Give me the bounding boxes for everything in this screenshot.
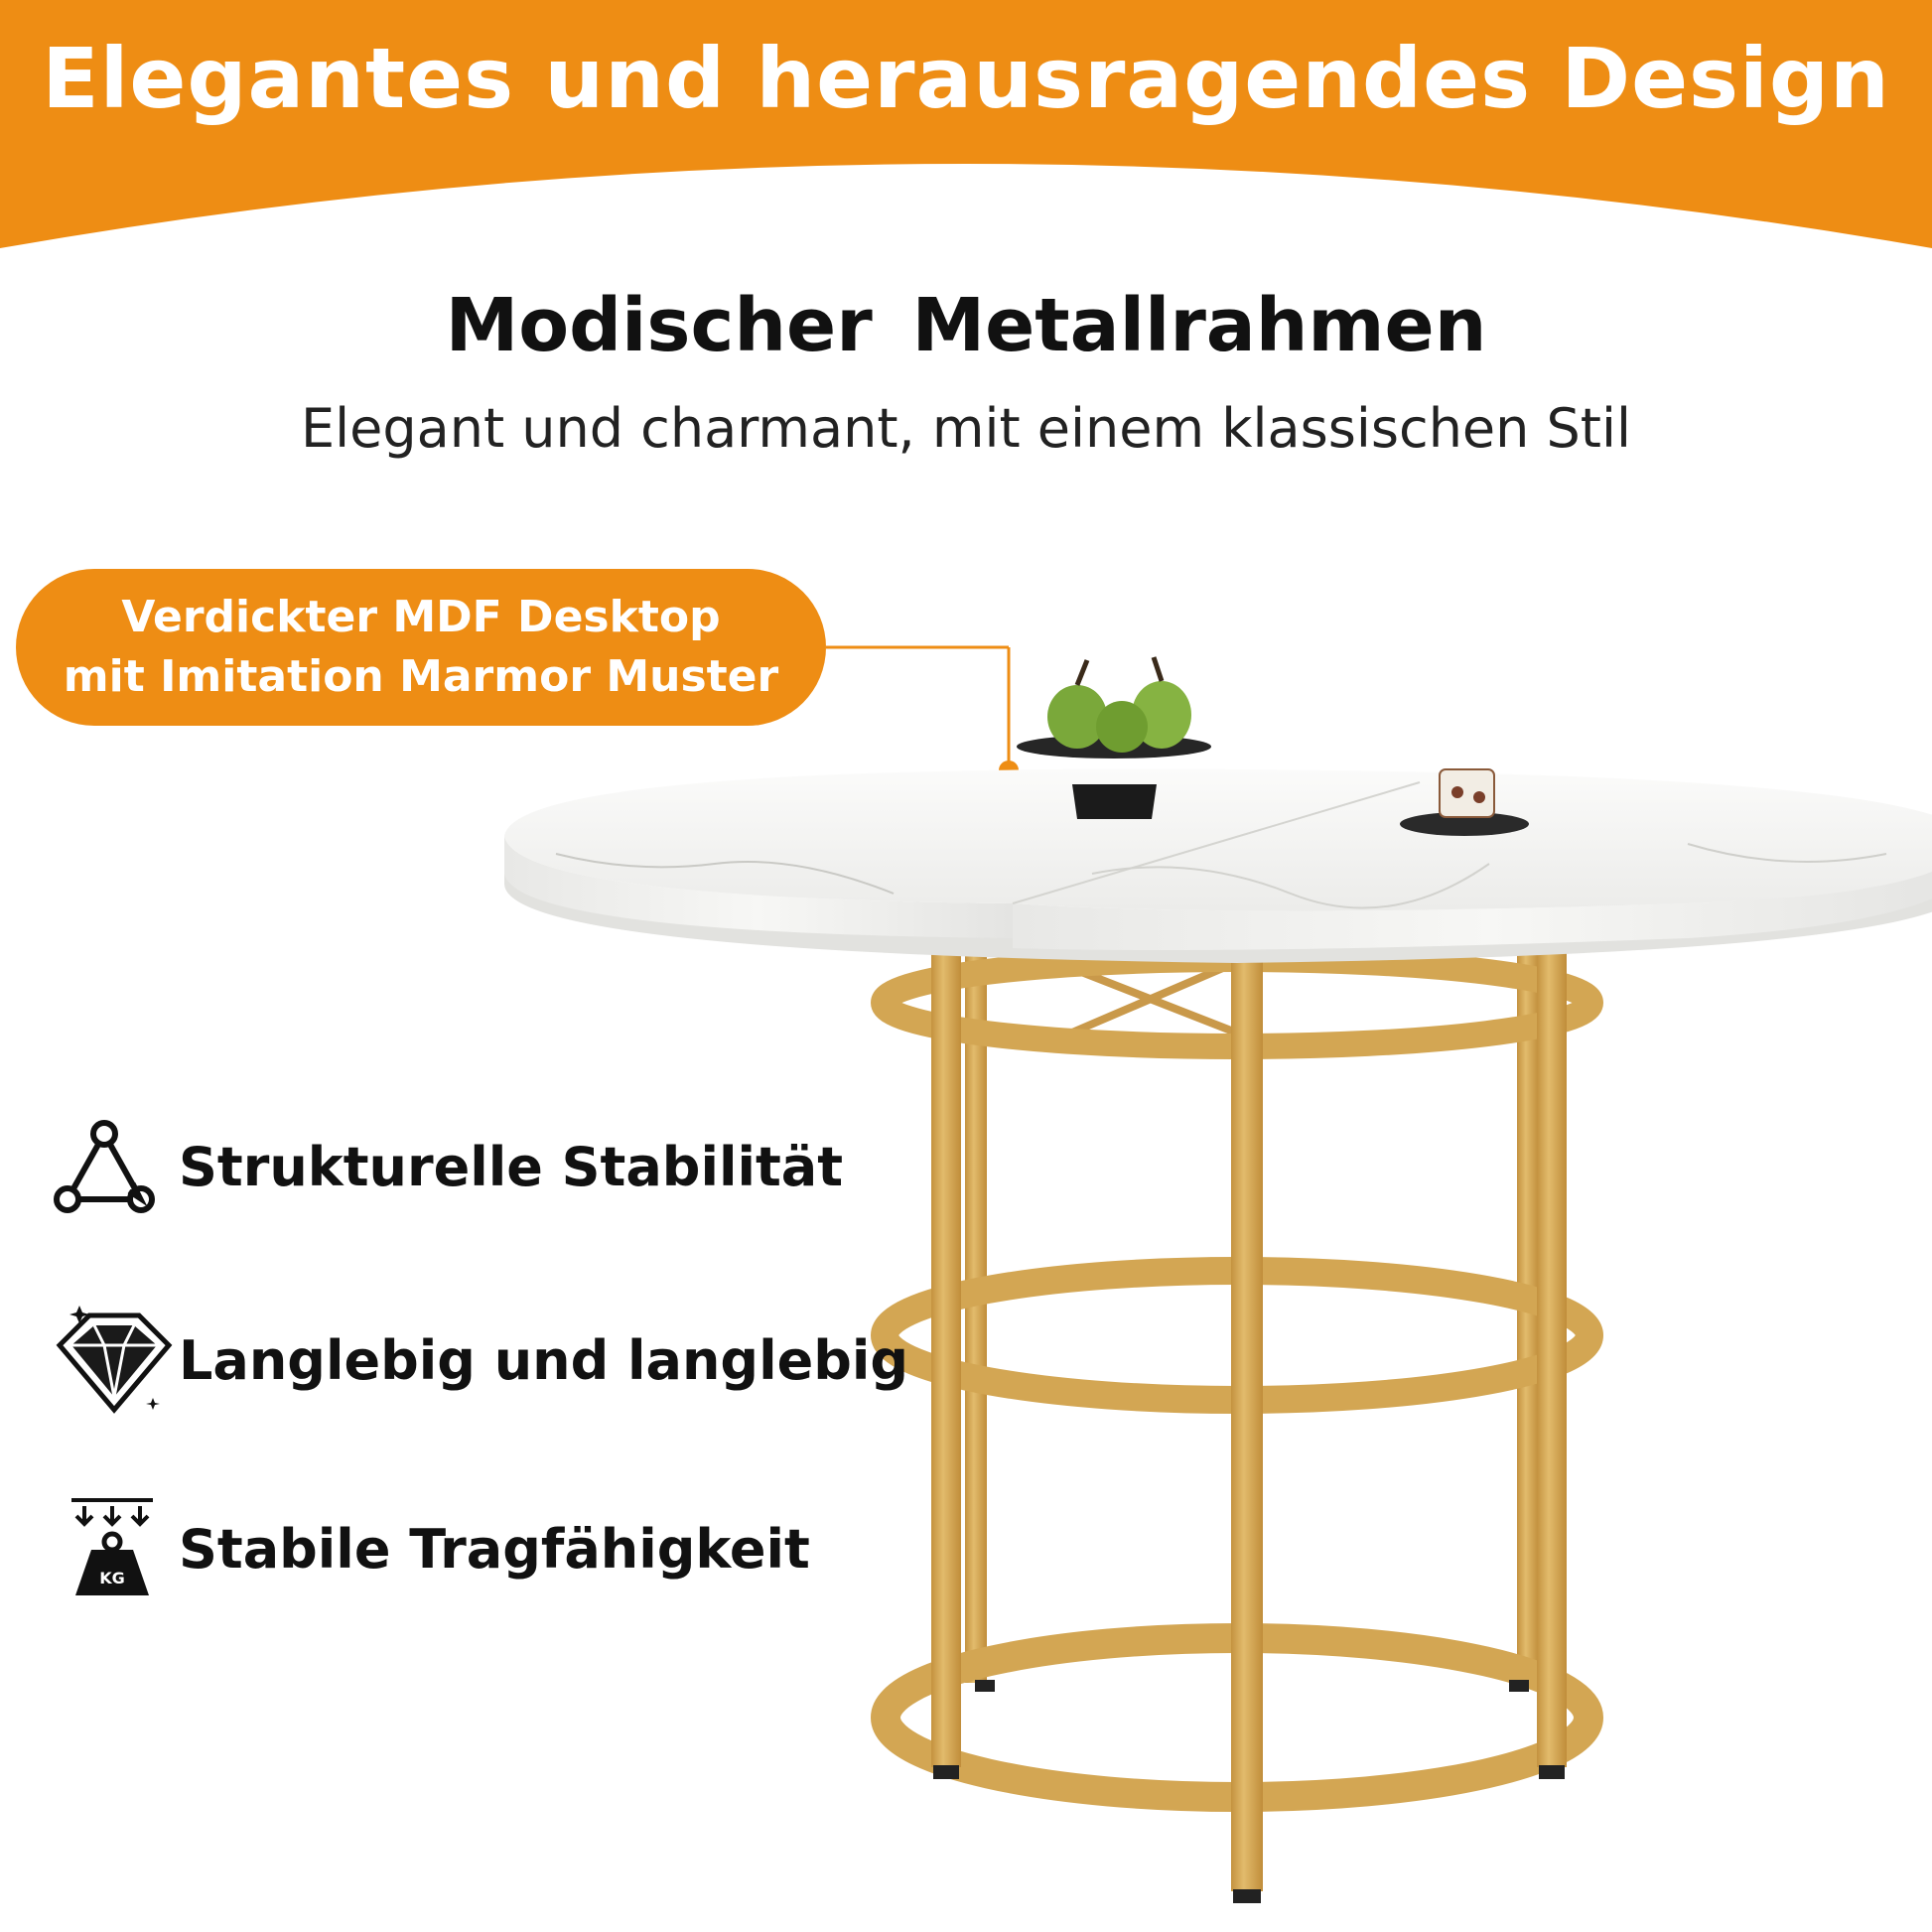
diamond-icon <box>50 1306 179 1415</box>
feature-item-load-capacity: KG Stabile Tragfähigkeit <box>50 1494 810 1603</box>
feature-label: Strukturelle Stabilität <box>179 1135 844 1198</box>
feature-callout: Verdickter MDF Desktop mit Imitation Mar… <box>16 569 826 726</box>
tabletop-edge-left <box>504 836 1013 938</box>
frame-foot <box>1539 1765 1565 1779</box>
coffee-cup <box>1439 768 1495 818</box>
banner-background <box>0 0 1932 248</box>
frame-leg-front-center <box>1231 923 1263 1891</box>
section-subheading: Elegant und charmant, mit einem klassisc… <box>301 397 1631 460</box>
feature-label: Stabile Tragfähigkeit <box>179 1517 810 1581</box>
frame-leg-front-left <box>931 913 961 1767</box>
frame-foot <box>1509 1680 1529 1692</box>
triangle-nodes-icon <box>50 1112 179 1221</box>
callout-line-2: mit Imitation Marmor Muster <box>63 651 779 702</box>
tabletop-surface <box>504 768 1932 911</box>
frame-foot <box>975 1680 995 1692</box>
pear-icon <box>1047 685 1107 749</box>
feature-label: Langlebig und langlebig <box>179 1328 909 1392</box>
callout-line-1: Verdickter MDF Desktop <box>121 592 721 642</box>
frame-leg-front-right <box>1537 913 1567 1767</box>
tabletop-edge-front <box>1013 865 1932 951</box>
pear-icon <box>1096 701 1148 753</box>
section-heading: Modischer Metallrahmen <box>445 283 1487 368</box>
tabletop-seam <box>1012 781 1421 904</box>
fruit-bowl-stand <box>1072 784 1157 819</box>
saucer <box>1400 812 1529 836</box>
frame-foot <box>933 1765 959 1779</box>
banner-title: Elegantes und herausragendes Design <box>42 30 1890 127</box>
kg-weight-icon: KG <box>50 1494 179 1603</box>
feature-item-structural-stability: Strukturelle Stabilität <box>50 1112 843 1221</box>
feature-item-durable: Langlebig und langlebig <box>50 1306 908 1415</box>
frame-foot <box>1233 1889 1261 1903</box>
svg-text:KG: KG <box>99 1569 125 1587</box>
